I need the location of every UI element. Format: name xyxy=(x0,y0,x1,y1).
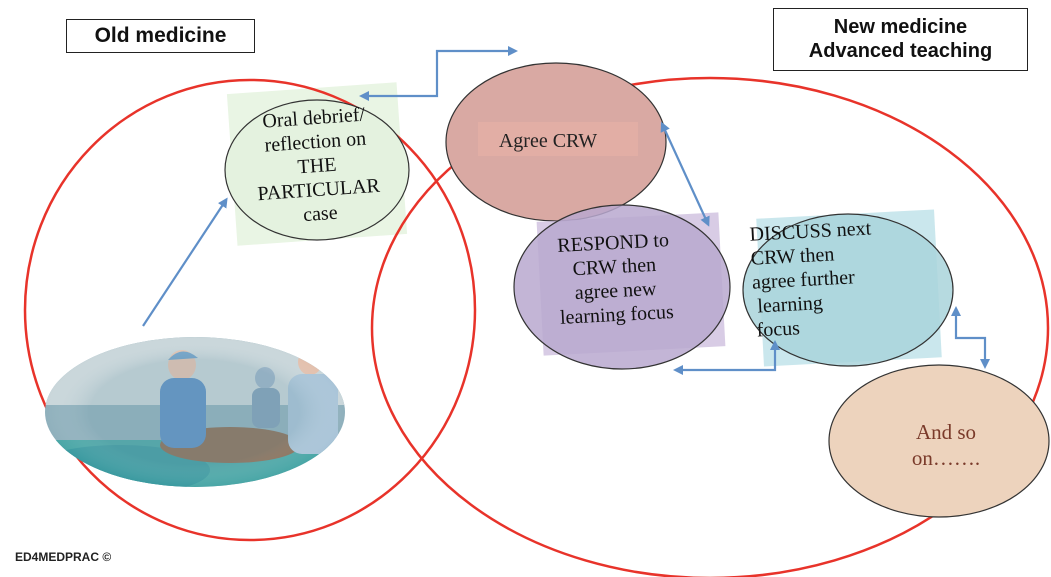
new-medicine-title-line1: New medicine xyxy=(833,16,968,38)
respond-node xyxy=(513,204,731,370)
new-medicine-circle xyxy=(370,76,1050,577)
arrow-respond-discuss xyxy=(673,340,780,375)
arrow-discuss-andso xyxy=(951,306,990,369)
and-so-on-node xyxy=(828,364,1050,518)
discuss-node xyxy=(742,213,954,367)
oral-debrief-label: Oral debrief/ reflection on THE PARTICUL… xyxy=(228,100,406,232)
new-medicine-title-line2: Advanced teaching xyxy=(808,40,993,62)
respond-label: RESPOND to CRW then agree new learning f… xyxy=(528,227,703,332)
and-so-on-line: on……. xyxy=(911,446,981,470)
agree-crw-label: Agree CRW xyxy=(498,130,598,152)
discuss-label: DISCUSS next CRW then agree further lear… xyxy=(749,213,935,342)
old-medicine-title: Old medicine xyxy=(66,19,255,53)
arrow-photo-to-debrief xyxy=(142,197,228,327)
agree-crw-tint xyxy=(478,122,638,156)
arrow-agree-respond xyxy=(660,121,710,227)
and-so-on-label: And so on……. xyxy=(876,419,1016,471)
and-so-on-line: And so xyxy=(915,420,977,444)
arrow-debrief-agree-loop xyxy=(359,46,518,101)
new-medicine-title: New medicine Advanced teaching xyxy=(773,8,1028,71)
oral-debrief-node xyxy=(224,99,410,241)
copyright-footer: ED4MEDPRAC © xyxy=(15,550,112,564)
old-medicine-circle xyxy=(23,78,477,542)
